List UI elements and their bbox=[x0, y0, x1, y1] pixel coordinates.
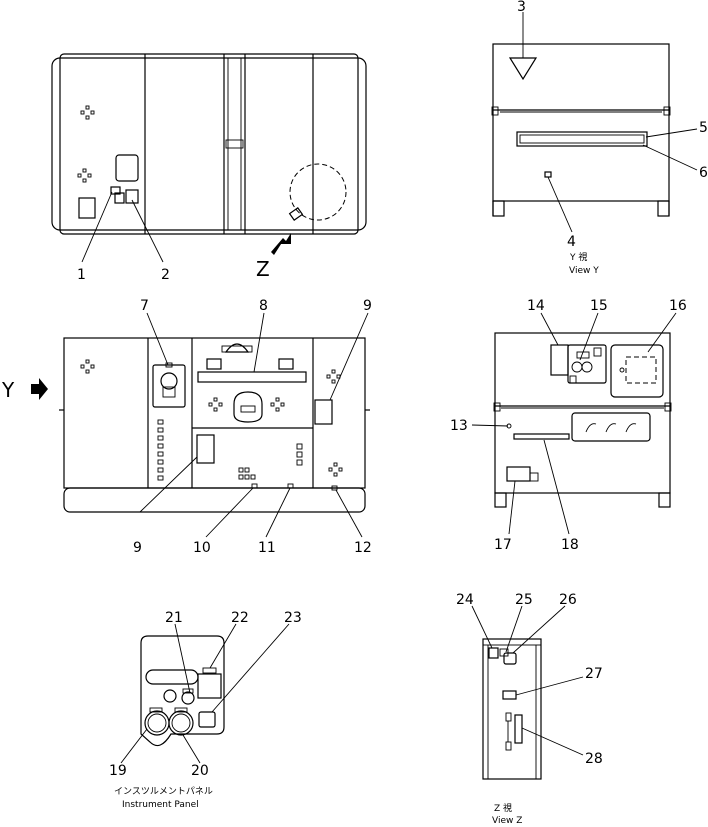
arrow-z-icon bbox=[271, 233, 291, 255]
arrow-y-icon bbox=[31, 378, 48, 400]
view-letter-y: Y bbox=[1, 378, 15, 402]
callout-5: 5 bbox=[699, 120, 708, 136]
callout-9-bottom: 9 bbox=[133, 540, 142, 556]
view-letter-z: Z bbox=[256, 257, 270, 281]
callout-18: 18 bbox=[561, 537, 579, 553]
caption-view-y-en: View Y bbox=[569, 266, 599, 276]
callout-24: 24 bbox=[456, 592, 474, 608]
callout-9-top: 9 bbox=[363, 298, 372, 314]
vent-cross-icon bbox=[77, 105, 95, 183]
callout-3: 3 bbox=[517, 0, 526, 15]
indicator-lights-icon bbox=[157, 419, 164, 481]
caption-panel-en: Instrument Panel bbox=[122, 800, 199, 810]
top-view-generator bbox=[51, 53, 367, 235]
callout-23: 23 bbox=[284, 610, 302, 626]
callout-17: 17 bbox=[494, 537, 512, 553]
callout-12: 12 bbox=[354, 540, 372, 556]
caption-view-z-en: View Z bbox=[492, 816, 522, 826]
callout-26: 26 bbox=[559, 592, 577, 608]
callout-13: 13 bbox=[450, 418, 468, 434]
rear-view-generator bbox=[493, 332, 672, 508]
caption-view-z-jp: Z 視 bbox=[494, 802, 512, 814]
callout-27: 27 bbox=[585, 666, 603, 682]
instrument-panel bbox=[140, 635, 225, 747]
caption-panel-jp: インスツルメントパネル bbox=[114, 786, 213, 797]
callout-4: 4 bbox=[567, 234, 576, 250]
callout-25: 25 bbox=[515, 592, 533, 608]
caption-view-y-jp: Y 視 bbox=[569, 251, 587, 263]
callout-2: 2 bbox=[161, 267, 170, 283]
callout-28: 28 bbox=[585, 751, 603, 767]
callout-20: 20 bbox=[191, 763, 209, 779]
callout-8: 8 bbox=[259, 298, 268, 314]
callout-11: 11 bbox=[258, 540, 276, 556]
callout-22: 22 bbox=[231, 610, 249, 626]
callout-14: 14 bbox=[527, 298, 545, 314]
callout-16: 16 bbox=[669, 298, 687, 314]
callout-7: 7 bbox=[140, 298, 149, 314]
callout-15: 15 bbox=[590, 298, 608, 314]
view-z-drawing bbox=[482, 638, 542, 780]
view-y-drawing bbox=[491, 43, 671, 217]
callout-10: 10 bbox=[193, 540, 211, 556]
side-view-generator bbox=[59, 337, 370, 513]
callout-19: 19 bbox=[109, 763, 127, 779]
callout-1: 1 bbox=[77, 267, 86, 283]
callout-21: 21 bbox=[165, 610, 183, 626]
vent-cross-icon bbox=[80, 359, 343, 477]
callout-6: 6 bbox=[699, 165, 708, 181]
